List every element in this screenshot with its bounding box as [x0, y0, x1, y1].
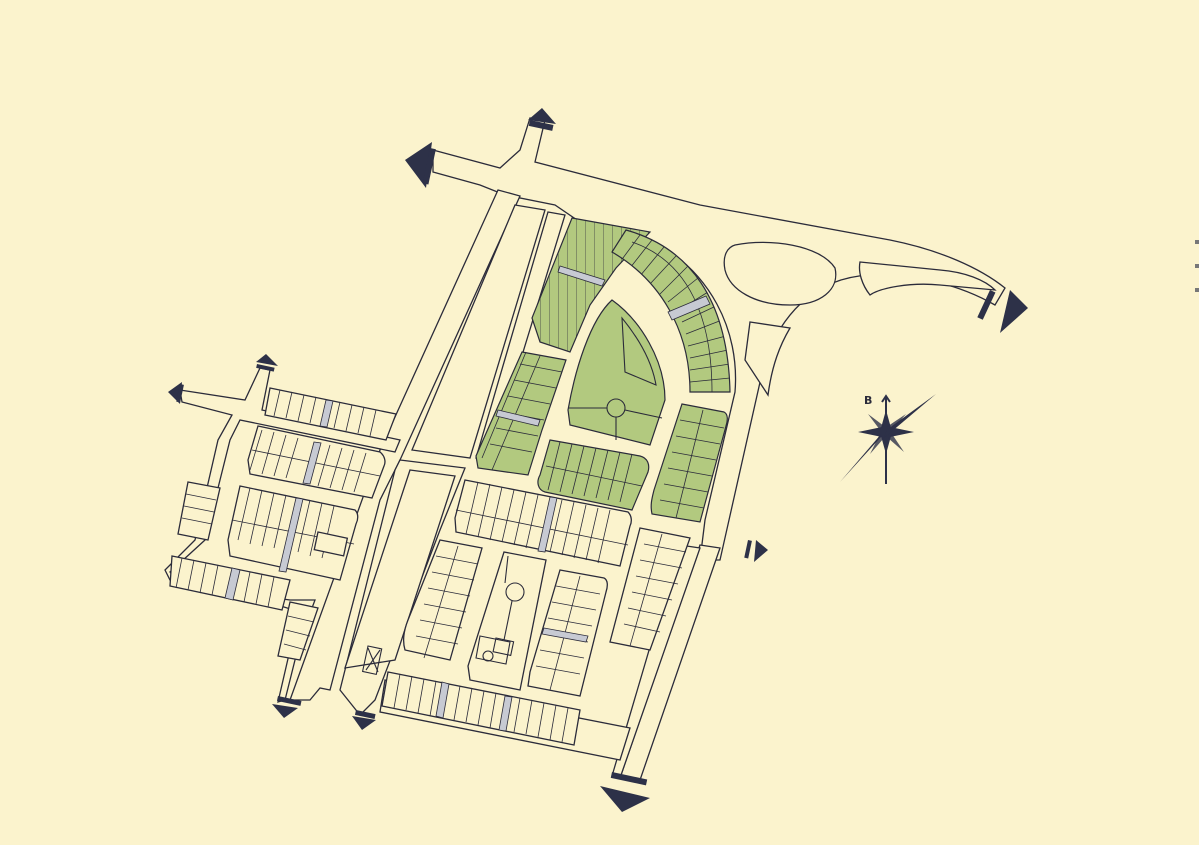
- entrance-arrows: [168, 108, 1028, 812]
- arrow-bottom-mid-icon: [352, 710, 376, 730]
- medians: [344, 204, 566, 669]
- arrow-left-upper-icon: [168, 382, 184, 404]
- page-edge-marks: [1195, 240, 1199, 310]
- compass-north-label: B: [864, 394, 872, 407]
- arrow-top-icon: [528, 108, 556, 131]
- arrow-bottom-left-icon: [272, 695, 302, 718]
- arrow-right-icon: [977, 290, 1028, 333]
- compass-rose-icon: B: [840, 394, 936, 484]
- residential-blocks: [169, 387, 691, 746]
- arrow-left-top-icon: [256, 354, 278, 372]
- arrow-bottom-right-icon: [600, 772, 650, 812]
- roundabout-islands: [723, 241, 997, 397]
- arrow-top-left-icon: [405, 142, 436, 188]
- arrow-mid-right-icon: [744, 540, 768, 562]
